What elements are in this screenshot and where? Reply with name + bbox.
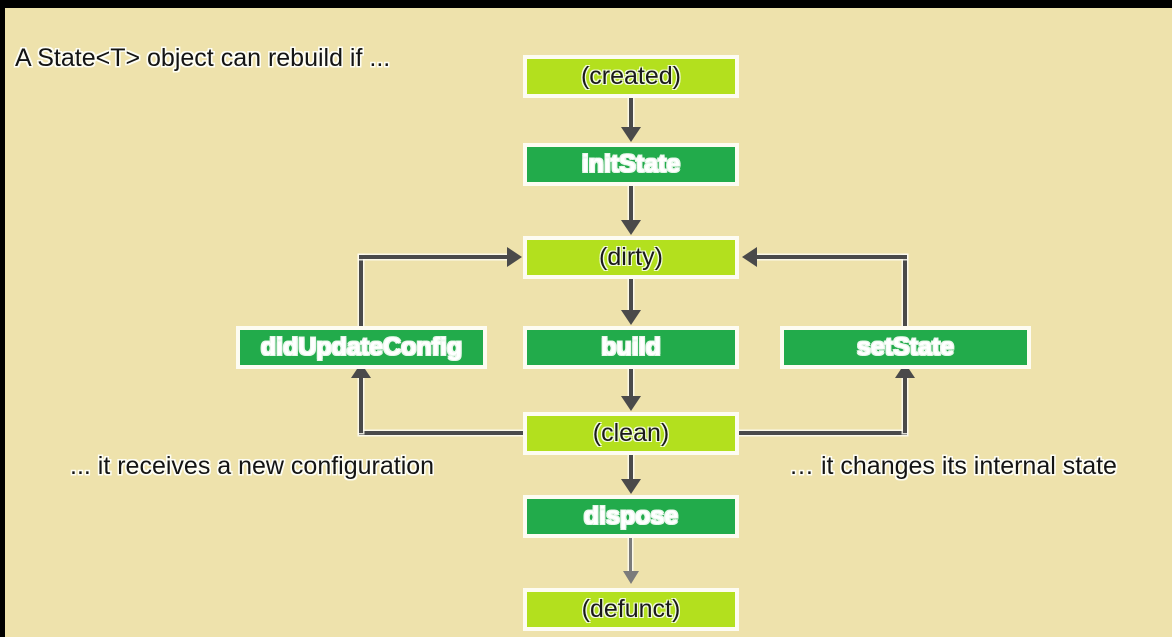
arrowhead-dispose: [621, 479, 641, 494]
node-initstate-label: initState: [581, 150, 681, 178]
node-dispose[interactable]: dispose: [523, 495, 739, 538]
node-didupdateconfig-label: didUpdateConfig: [260, 333, 463, 361]
arrowhead-dirty-right: [742, 247, 757, 267]
node-defunct[interactable]: (defunct): [523, 588, 739, 631]
arrowhead-defunct: [623, 571, 639, 584]
edge-clean-to-setstate-vertical: [903, 371, 907, 433]
node-dispose-label: dispose: [583, 502, 679, 530]
edge-clean-to-dispose: [629, 455, 633, 480]
node-build-label: build: [601, 333, 661, 361]
arrowhead-dirty-top: [621, 220, 641, 235]
edge-build-to-clean: [629, 369, 633, 397]
caption-left-branch: ... it receives a new configuration: [70, 452, 435, 480]
arrowhead-dirty-left: [507, 247, 522, 267]
edge-dispose-to-defunct: [629, 538, 632, 572]
node-dirty-label: (dirty): [599, 243, 663, 271]
edge-didupdateconfig-to-dirty-horizontal: [359, 255, 509, 259]
arrowhead-initstate: [621, 127, 641, 142]
node-defunct-label: (defunct): [581, 595, 681, 623]
arrowhead-build: [621, 310, 641, 325]
edge-setstate-to-dirty-vertical: [903, 255, 907, 327]
edge-created-to-initstate: [629, 98, 633, 129]
edge-initstate-to-dirty: [629, 186, 633, 220]
node-created-label: (created): [580, 62, 682, 90]
edge-dirty-to-build: [629, 279, 633, 311]
edge-setstate-to-dirty-horizontal: [757, 255, 907, 259]
node-didupdateconfig[interactable]: didUpdateConfig: [236, 326, 487, 369]
caption-right-branch: … it changes its internal state: [789, 452, 1117, 480]
node-build[interactable]: build: [523, 326, 739, 369]
edge-clean-to-didupdateconfig-vertical: [359, 371, 363, 433]
node-setstate-label: setState: [856, 333, 955, 361]
edge-didupdateconfig-to-dirty-vertical: [359, 255, 363, 327]
node-setstate[interactable]: setState: [780, 326, 1031, 369]
node-clean[interactable]: (clean): [523, 412, 739, 455]
edge-clean-to-setstate-horizontal: [735, 431, 907, 435]
node-initstate[interactable]: initState: [523, 143, 739, 186]
node-clean-label: (clean): [592, 419, 670, 447]
diagram-canvas: A State<T> object can rebuild if ... ...…: [5, 8, 1172, 637]
node-dirty[interactable]: (dirty): [523, 236, 739, 279]
edge-clean-to-didupdateconfig-horizontal: [359, 431, 527, 435]
node-created[interactable]: (created): [523, 55, 739, 98]
page-title: A State<T> object can rebuild if ...: [15, 44, 391, 72]
arrowhead-clean: [621, 396, 641, 411]
